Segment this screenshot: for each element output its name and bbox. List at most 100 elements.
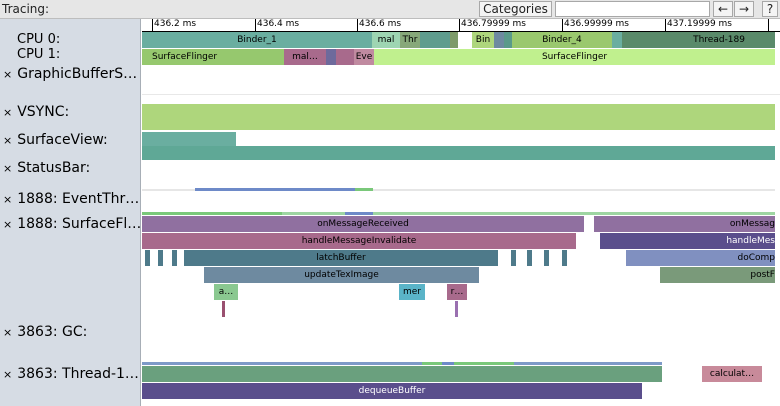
sf-slice-handle-message-invalidate[interactable]: handleMessageInvalidate [142, 233, 576, 249]
ruler-tick [562, 19, 563, 31]
cpu1-slice[interactable] [326, 49, 336, 65]
track-label-status-bar: StatusBar: [17, 160, 91, 176]
sf-tiny-slice[interactable] [222, 301, 225, 317]
sf-tiny-slice[interactable] [455, 301, 458, 317]
thread-top-line [442, 362, 454, 365]
cpu0-slice[interactable]: Binder_1 [142, 32, 372, 48]
next-result-button[interactable]: → [734, 1, 754, 17]
sf-slice-latch-buffer[interactable]: latchBuffer [184, 250, 498, 266]
track-row-surface-view: × SurfaceView: [3, 132, 108, 148]
ruler-tick-label: 436.6 ms [359, 19, 402, 29]
sf-slice-on-message-received[interactable]: onMessageReceived [142, 216, 584, 232]
track-label-cpu0: CPU 0: [17, 32, 61, 47]
track-separator [142, 94, 780, 95]
track-row-event-thread: × 1888: EventThr… [3, 191, 139, 207]
tracing-header: Tracing: Categories ← → ? [0, 0, 780, 19]
cpu0-slice[interactable] [612, 32, 622, 48]
event-thread-slice[interactable] [195, 188, 355, 191]
track-row-gc: × 3863: GC: [3, 324, 87, 340]
event-thread-line [142, 189, 775, 191]
close-track-icon[interactable]: × [3, 326, 13, 339]
previous-result-button[interactable]: ← [713, 1, 733, 17]
track-area[interactable]: Binder_1 mal Thr Bin Binder_4 Thread-189… [142, 32, 780, 406]
track-label-graphic-buffer: GraphicBufferS… [17, 66, 138, 82]
sf-top-line [282, 212, 775, 215]
sf-small-slice[interactable] [527, 250, 532, 266]
cpu0-slice[interactable]: Binder_4 [512, 32, 612, 48]
time-ruler[interactable]: 436.2 ms 436.4 ms 436.6 ms 436.79999 ms … [142, 19, 780, 32]
sf-slice-a[interactable]: a… [214, 284, 238, 300]
close-track-icon[interactable]: × [3, 68, 13, 81]
thread-top-line [422, 362, 442, 365]
ruler-tick-label: 437.19999 ms [667, 19, 732, 29]
cpu1-slice[interactable]: SurfaceFlinger [374, 49, 775, 65]
track-label-cpu1: CPU 1: [17, 47, 61, 62]
cpu1-slice[interactable]: mal… [284, 49, 326, 65]
ruler-tick-label: 436.99999 ms [564, 19, 629, 29]
cpu1-slice[interactable]: Eve [354, 49, 374, 65]
sf-small-slice[interactable] [544, 250, 549, 266]
search-input[interactable] [555, 1, 710, 17]
ruler-tick [768, 19, 769, 31]
surfaceview-bar[interactable] [142, 146, 775, 160]
close-track-icon[interactable]: × [3, 218, 13, 231]
sf-small-slice[interactable] [158, 250, 163, 266]
cpu1-slice[interactable]: SurfaceFlinger [142, 49, 284, 65]
cpu0-slice[interactable] [504, 32, 512, 48]
close-track-icon[interactable]: × [3, 134, 13, 147]
cpu1-slice[interactable] [336, 49, 354, 65]
sf-top-line [142, 212, 282, 215]
ruler-tick-label: 436.79999 ms [461, 19, 526, 29]
track-label-gc: 3863: GC: [17, 324, 88, 340]
help-button[interactable]: ? [762, 1, 778, 17]
cpu0-slice[interactable] [494, 32, 504, 48]
ruler-tick [459, 19, 460, 31]
track-row-surface-flinger: × 1888: SurfaceFl… [3, 216, 141, 232]
close-track-icon[interactable]: × [3, 106, 13, 119]
sf-slice-handle-message[interactable]: handleMes [600, 233, 775, 249]
track-label-panel: CPU 0: CPU 1: ×GraphicBufferS… ×VSYNC: ×… [0, 19, 141, 406]
thread-top-line [142, 362, 422, 365]
thread-top-line [454, 362, 514, 365]
sf-slice-r[interactable]: r… [447, 284, 467, 300]
cpu0-slice[interactable]: Thr [400, 32, 420, 48]
sf-slice-mer[interactable]: mer [399, 284, 425, 300]
ruler-tick [357, 19, 358, 31]
cpu0-slice[interactable]: Bin [472, 32, 494, 48]
surfaceview-bar[interactable] [142, 132, 236, 146]
thread-slice-dequeue-buffer[interactable]: dequeueBuffer [142, 383, 642, 399]
sf-top-line [345, 212, 373, 215]
categories-button[interactable]: Categories [479, 1, 552, 17]
track-row-status-bar: × StatusBar: [3, 160, 90, 176]
tracing-title: Tracing: [2, 2, 50, 16]
cpu0-slice[interactable] [450, 32, 458, 48]
sf-slice-do-composition[interactable]: doComp [626, 250, 775, 266]
event-thread-slice[interactable] [355, 188, 373, 191]
track-label-surface-flinger: 1888: SurfaceFl… [17, 216, 142, 232]
track-label-event-thread: 1888: EventThr… [17, 191, 140, 207]
track-row-graphic-buffer: × GraphicBufferS… [3, 66, 137, 82]
vsync-bar[interactable] [142, 104, 775, 130]
sf-small-slice[interactable] [172, 250, 177, 266]
sf-slice-update-tex-image[interactable]: updateTexImage [204, 267, 479, 283]
thread-slice-calculate[interactable]: calculat… [702, 366, 762, 382]
ruler-tick-label: 436.2 ms [154, 19, 197, 29]
sf-small-slice[interactable] [511, 250, 516, 266]
track-row-thread1: × 3863: Thread-1… [3, 366, 139, 382]
sf-slice-on-message-received[interactable]: onMessag [594, 216, 775, 232]
sf-slice-post-framebuffer[interactable]: postF [660, 267, 775, 283]
sf-small-slice[interactable] [562, 250, 567, 266]
cpu0-slice[interactable] [420, 32, 450, 48]
close-track-icon[interactable]: × [3, 193, 13, 206]
cpu0-slice[interactable]: Thread-189 [622, 32, 775, 48]
thread-slice[interactable] [142, 366, 662, 382]
close-track-icon[interactable]: × [3, 368, 13, 381]
track-label-surface-view: SurfaceView: [17, 132, 108, 148]
sf-small-slice[interactable] [145, 250, 150, 266]
cpu0-slice[interactable]: mal [372, 32, 400, 48]
close-track-icon[interactable]: × [3, 162, 13, 175]
ruler-tick [152, 19, 153, 31]
thread-top-line [514, 362, 662, 365]
track-label-thread1: 3863: Thread-1… [17, 366, 139, 382]
ruler-tick [665, 19, 666, 31]
